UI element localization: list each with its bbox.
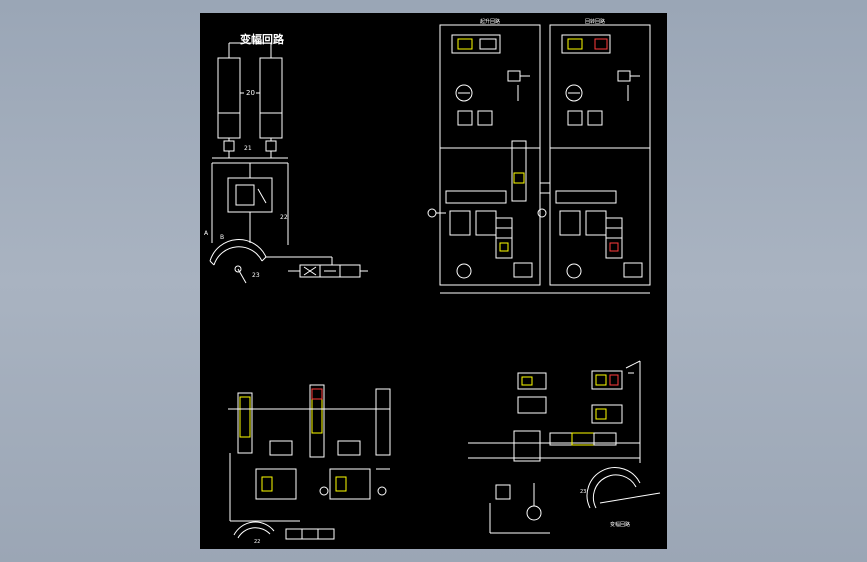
label-cylinder-20: 20 [246, 89, 255, 97]
label-valve-21: 21 [244, 145, 252, 152]
title-circuit-a: 起升回路 [480, 18, 500, 25]
hoist-slewing-circuits: 起升回路 回转回路 [427, 18, 651, 294]
label-sector-23: 23 [252, 272, 260, 279]
label-sector-A: A [204, 230, 209, 237]
cad-viewport[interactable]: 变幅回路 20 21 22 [200, 13, 667, 549]
label-sector-B: B [220, 234, 224, 241]
title-circuit-b: 回转回路 [585, 18, 605, 25]
label-valve-22: 22 [280, 214, 288, 221]
hydraulic-schematic-drawing: 变幅回路 20 21 22 [204, 18, 661, 545]
luffing-circuit-title: 变幅回路 [240, 32, 285, 46]
luffing-circuit-top-left: 变幅回路 20 21 22 [204, 32, 368, 284]
label-bl-22: 22 [254, 539, 260, 545]
cylinder-valve-circuit: 22 [228, 384, 391, 545]
luffing-circuit-bottom-right: 变幅回路 23 [468, 360, 661, 534]
label-br-23: 23 [580, 489, 586, 495]
title-bottom-luffing: 变幅回路 [610, 521, 630, 528]
